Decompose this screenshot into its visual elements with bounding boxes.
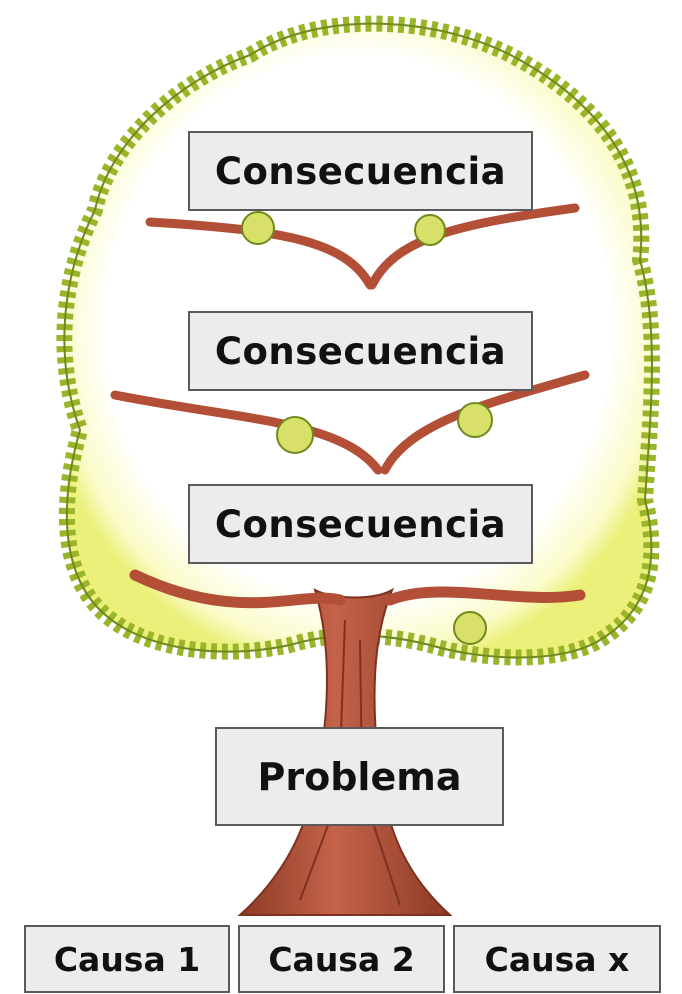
problem-label: Problema bbox=[257, 754, 462, 799]
leaf-clusters bbox=[241, 211, 493, 645]
cause-box-2: Causa 2 bbox=[238, 925, 445, 993]
cause-label: Causa x bbox=[484, 939, 630, 979]
cause-box-3: Causa x bbox=[453, 925, 661, 993]
cause-label: Causa 2 bbox=[268, 939, 415, 979]
consequence-box-3: Consecuencia bbox=[188, 484, 533, 564]
consequence-label: Consecuencia bbox=[214, 502, 507, 546]
cause-box-1: Causa 1 bbox=[24, 925, 230, 993]
cause-label: Causa 1 bbox=[53, 939, 201, 979]
consequence-box-1: Consecuencia bbox=[188, 131, 533, 211]
consequence-box-2: Consecuencia bbox=[188, 311, 533, 391]
consequence-label: Consecuencia bbox=[214, 149, 507, 193]
consequence-label: Consecuencia bbox=[214, 329, 507, 373]
problem-box: Problema bbox=[215, 727, 504, 826]
